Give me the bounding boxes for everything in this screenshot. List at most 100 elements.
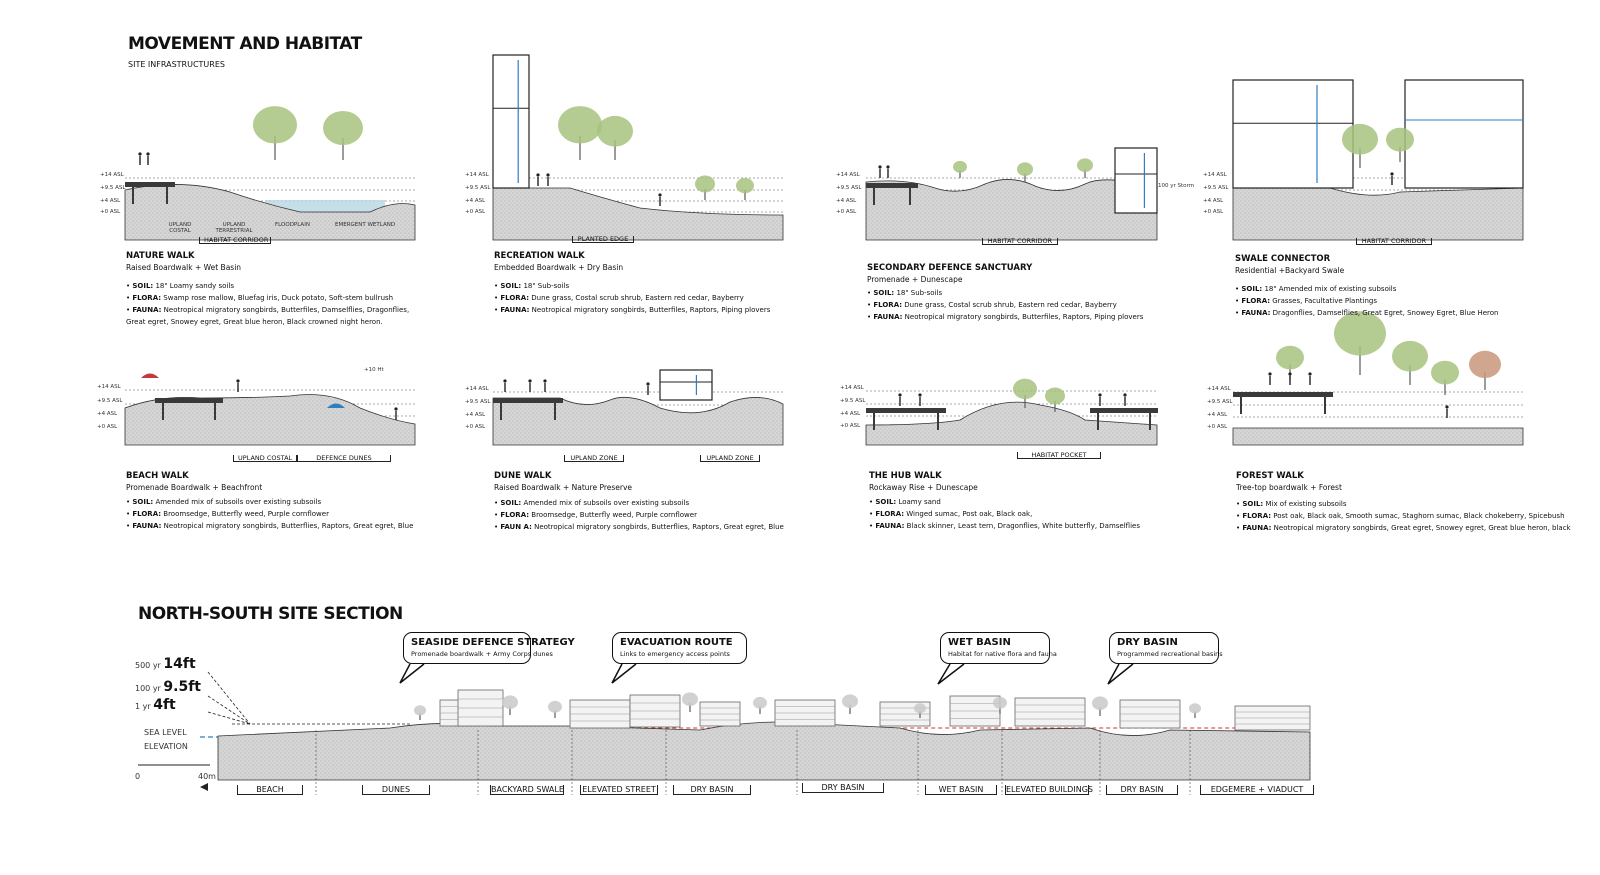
zone-label: UPLAND COSTAL — [168, 222, 192, 234]
zone-label: UPLAND TERRESTRIAL — [215, 222, 253, 234]
elev-label: +14 ASL — [465, 172, 489, 178]
zone-edgemere-viaduct: EDGEMERE + VIADUCT — [1200, 785, 1314, 795]
umbrella — [141, 373, 159, 378]
legend-height: 14ft — [163, 656, 196, 672]
elev-label: +0 ASL — [97, 424, 118, 430]
legend-100yr: 100 yr 9.5ft — [135, 679, 201, 695]
flora-text: Dune grass, Costal scrub shrub, Eastern … — [531, 294, 744, 302]
fauna-text: Dragonflies, Damselflies, Great Egret, S… — [1272, 309, 1499, 317]
flora-label: FLORA: — [1241, 297, 1271, 305]
card-details: • SOIL: 18" Sub-soils • FLORA: Dune gras… — [494, 282, 771, 314]
person-head — [394, 407, 398, 411]
building-outline — [659, 369, 713, 401]
soil-label: SOIL: — [1241, 285, 1263, 293]
person-head — [503, 379, 507, 383]
tree-canopy — [842, 694, 858, 708]
person-head — [646, 382, 650, 386]
flora-text: Post oak, Black oak, Smooth sumac, Stagh… — [1273, 512, 1565, 520]
zone-elevated-street: ELEVATED STREET — [580, 785, 658, 795]
boardwalk-deck — [493, 398, 563, 403]
ground-profile — [865, 401, 1158, 446]
soil-label: SOIL: — [132, 498, 154, 506]
fauna-text: Neotropical migratory songbirds, Butterf… — [904, 313, 1144, 321]
callout-pointer — [611, 663, 637, 684]
elev-label: +9.5 ASL — [97, 398, 123, 404]
card-section-drawing — [124, 373, 416, 446]
person-head — [918, 393, 922, 397]
tree-canopy — [1392, 340, 1428, 372]
fauna-text: Neotropical migratory songbirds, Butterf… — [163, 522, 414, 530]
elev-label: +9.5 ASL — [465, 185, 491, 191]
ground-profile — [492, 396, 784, 446]
card-section-drawing — [1232, 79, 1524, 241]
elev-label: +9.5 ASL — [840, 398, 866, 404]
building-outline — [1232, 79, 1354, 189]
legend-height: 9.5ft — [163, 679, 201, 695]
legend-height: 4ft — [153, 697, 176, 713]
elev-label: +0 ASL — [465, 209, 486, 215]
flood-leader — [207, 695, 251, 725]
soil-label: SOIL: — [875, 498, 897, 506]
card-title: BEACH WALK — [126, 471, 189, 481]
umbrella — [327, 403, 345, 408]
ground-profile — [217, 721, 1311, 781]
zone-label: EMERGENT WETLAND — [335, 222, 396, 228]
flora-text: Grasses, Facultative Plantings — [1272, 297, 1377, 305]
soil-label: SOIL: — [500, 282, 522, 290]
tree-canopy — [414, 705, 426, 716]
zone-wet-basin: WET BASIN — [925, 785, 997, 795]
elev-label: +4 ASL — [840, 411, 861, 417]
card-subtitle: Promenade + Dunescape — [867, 275, 963, 284]
person-head — [236, 379, 240, 383]
tree-canopy — [1334, 311, 1386, 356]
person-head — [138, 152, 142, 156]
boardwalk-deck — [866, 408, 946, 413]
elev-label: +14 ASL — [1207, 386, 1231, 392]
flora-text: Winged sumac, Post oak, Black oak, — [906, 510, 1033, 518]
person-head — [898, 393, 902, 397]
elev-label: +14 ASL — [465, 386, 489, 392]
soil-label: SOIL: — [132, 282, 154, 290]
flora-label: FLORA: — [132, 510, 162, 518]
elev-label: +14 ASL — [1203, 172, 1227, 178]
tree-canopy — [993, 696, 1007, 709]
callout-text: Habitat for native flora and fauna — [948, 650, 1057, 658]
person-head — [1098, 393, 1102, 397]
page-subtitle: SITE INFRASTRUCTURES — [128, 60, 225, 69]
flora-label: FLORA: — [1242, 512, 1272, 520]
tree-canopy — [1469, 350, 1501, 378]
tree-canopy — [502, 695, 518, 709]
callout-dry-basin: DRY BASIN Programmed recreational basins — [1109, 632, 1223, 664]
tree-canopy — [695, 175, 715, 193]
ground-profile — [1232, 427, 1524, 446]
person-head — [546, 173, 550, 177]
elev-label: +0 ASL — [100, 209, 121, 215]
card-subtitle: Residential +Backyard Swale — [1235, 266, 1345, 275]
elev-label: +14 ASL — [840, 385, 864, 391]
person-head — [536, 173, 540, 177]
ground-profile — [124, 184, 416, 241]
tree-canopy — [736, 177, 754, 194]
fauna-label: FAUNA: — [1241, 309, 1271, 317]
soil-label: SOIL: — [1242, 500, 1264, 508]
zone-dry-basin: DRY BASIN — [802, 783, 884, 793]
building-outline — [492, 54, 530, 189]
elev-label: +9.5 ASL — [1203, 185, 1229, 191]
card-tag: UPLAND ZONE — [564, 455, 624, 462]
boardwalk-deck — [866, 183, 918, 188]
soil-text: 18" Sub-soils — [896, 289, 943, 297]
ground-profile — [492, 187, 784, 241]
flood-leader — [207, 711, 251, 725]
card-subtitle: Tree-top boardwalk + Forest — [1236, 483, 1342, 492]
card-tag: DEFENCE DUNES — [297, 455, 391, 462]
fauna-label: FAUN A: — [500, 523, 532, 531]
card-title: SWALE CONNECTOR — [1235, 254, 1331, 264]
callout-pointer — [399, 663, 425, 684]
fauna-text: Black skinner, Least tern, Dragonflies, … — [906, 522, 1140, 530]
page-title: MOVEMENT AND HABITAT — [128, 34, 362, 54]
legend-year: 1 yr — [135, 702, 151, 711]
card-section-drawing — [492, 369, 784, 446]
legend-year: 500 yr — [135, 661, 161, 670]
zone-backyard-swale: BACKYARD SWALE — [490, 785, 564, 795]
flora-text: Broomsedge, Butterfly weed, Purple cornf… — [531, 511, 697, 519]
